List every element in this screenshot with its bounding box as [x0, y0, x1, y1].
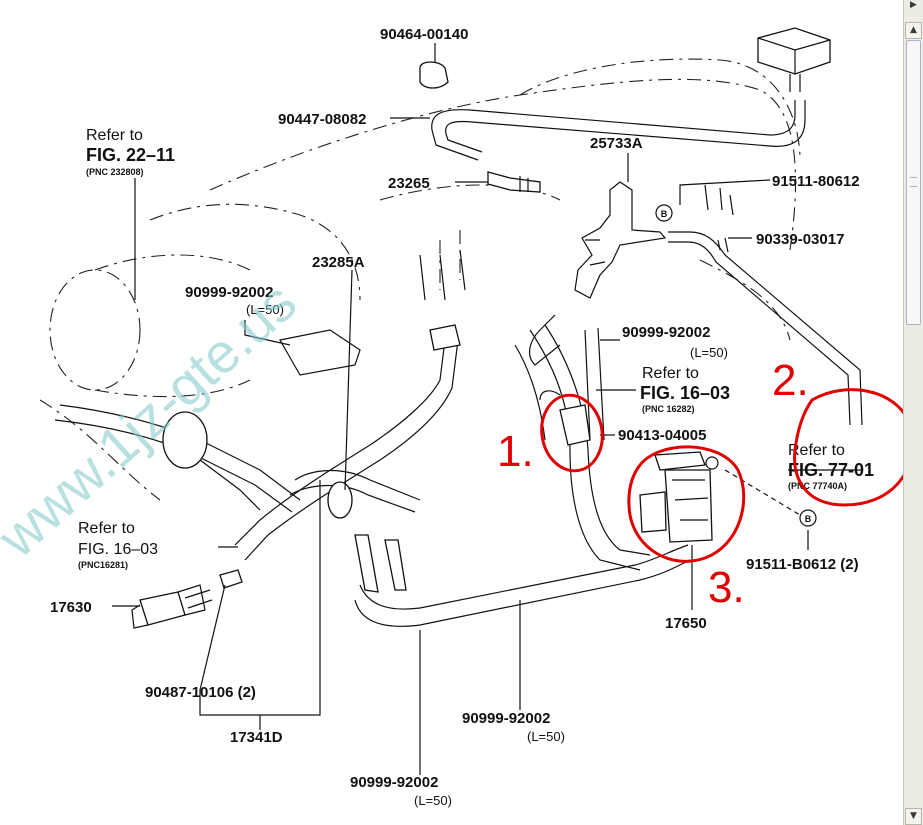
ref-fig-22-11-line2: FIG. 22–11	[86, 145, 175, 165]
bolt-marker-top	[655, 204, 673, 222]
label-23265: 23265	[388, 175, 430, 192]
part-labels: 90464-00140 90447-08082 23265 25733A 915…	[50, 26, 860, 808]
watermark: www.1jz-gte.us	[0, 270, 308, 569]
annotation-circle-2	[793, 388, 903, 507]
arrow-up-icon[interactable]: ▲	[905, 22, 922, 39]
ref-fig-16-03-right-line2: FIG. 16–03	[640, 383, 730, 403]
annotation-number-3: 3.	[708, 563, 745, 612]
leader-lines	[112, 43, 862, 775]
annotation-number-1: 1.	[497, 427, 534, 476]
ref-fig-16-03-right-line3: (PNC 16282)	[642, 404, 695, 414]
label-23285A: 23285A	[312, 254, 365, 271]
label-90464-00140: 90464-00140	[380, 26, 468, 43]
label-91511-b0612: 91511-B0612 (2)	[746, 556, 859, 573]
figure-references: Refer to FIG. 22–11 (PNC 232808) Refer t…	[78, 127, 874, 570]
annotation-circle-3	[627, 445, 746, 563]
ref-fig-16-03-left-line1: Refer to	[78, 520, 135, 537]
bolt-markers: B B	[655, 204, 817, 527]
parts-diagram: B B 90464-00140 90447-08082 23265 25733A…	[0, 26, 903, 808]
engine-outline	[39, 58, 801, 501]
ref-fig-16-03-left-line2: FIG. 16–03	[78, 541, 158, 558]
ref-fig-16-03-right-line1: Refer to	[642, 365, 699, 382]
ref-fig-77-01-line2: FIG. 77-01	[788, 460, 874, 480]
annotation-number-2: 2.	[772, 356, 809, 405]
svg-text:B: B	[805, 514, 812, 524]
vertical-scrollbar[interactable]: ▶ ▲ ▼	[903, 0, 923, 825]
label-90999-92002-c: 90999-92002	[462, 710, 550, 727]
label-90999-92002-b-length: (L=50)	[690, 345, 728, 360]
svg-text:B: B	[661, 209, 668, 219]
scrollbar-thumb[interactable]	[906, 40, 921, 325]
label-17630: 17630	[50, 599, 92, 616]
label-17341D: 17341D	[230, 729, 283, 746]
label-17650: 17650	[665, 615, 707, 632]
label-90413-04005: 90413-04005	[618, 427, 706, 444]
label-90999-92002-c-length: (L=50)	[527, 729, 565, 744]
scrollbar-grip-icon	[910, 177, 917, 187]
annotation-circle-1	[540, 393, 604, 473]
ref-fig-77-01-line3: (PNC 77740A)	[788, 481, 847, 491]
ref-fig-22-11-line3: (PNC 232808)	[86, 167, 144, 177]
label-90999-92002-b: 90999-92002	[622, 324, 710, 341]
label-25733A: 25733A	[590, 135, 643, 152]
label-91511-80612: 91511-80612	[772, 173, 860, 190]
label-90339-03017: 90339-03017	[756, 231, 844, 248]
label-90447-08082: 90447-08082	[278, 111, 366, 128]
hoses	[54, 27, 863, 629]
label-90999-92002-d: 90999-92002	[350, 774, 438, 791]
label-90999-92002-d-length: (L=50)	[414, 793, 452, 808]
label-90999-92002-a-length: (L=50)	[246, 302, 284, 317]
arrow-down-icon[interactable]: ▼	[905, 808, 922, 825]
ref-fig-77-01-line1: Refer to	[788, 442, 845, 459]
red-annotations: 1. 2. 3.	[497, 356, 903, 612]
bolt-marker-bottom	[799, 509, 817, 527]
label-90487-10106: 90487-10106 (2)	[145, 684, 256, 701]
ref-fig-16-03-left-line3: (PNC16281)	[78, 560, 128, 570]
label-90999-92002-a: 90999-92002	[185, 284, 273, 301]
ref-fig-22-11-line1: Refer to	[86, 127, 143, 144]
arrow-right-icon[interactable]: ▶	[910, 0, 917, 10]
